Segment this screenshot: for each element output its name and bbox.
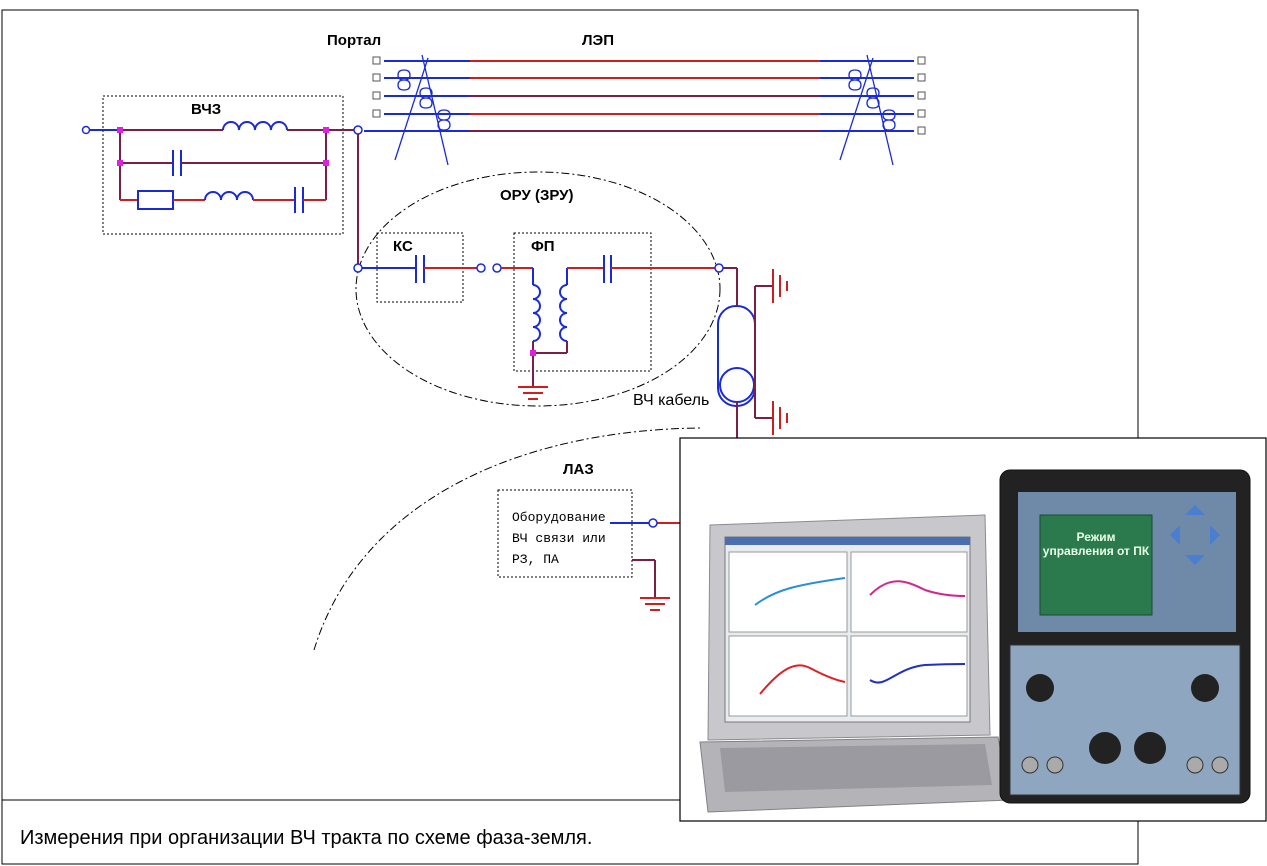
oru-boundary [355,171,721,407]
label-hf-cable: ВЧ кабель [633,392,710,409]
analyzer-image [999,469,1251,804]
power-line [364,54,926,166]
device-screen-line-1: Режим [1076,530,1116,544]
equipment-box [497,489,680,611]
label-lep: ЛЭП [582,32,614,49]
line-terminals [372,56,926,135]
label-oru: ОРУ (ЗРУ) [500,187,574,204]
caption: Измерения при организации ВЧ тракта по с… [20,827,593,849]
instrument-photo [679,437,1267,822]
device-screen-text: Режим управления от ПК [1040,530,1152,558]
laptop-image [699,514,1011,813]
coupling-capacitor-ks [353,232,502,303]
hf-cable [717,267,788,445]
equipment-line-3: РЗ, ПА [512,552,559,567]
equipment-line-2: ВЧ связи или [512,531,606,546]
laz-boundary [313,427,701,651]
ground-fp [518,386,548,400]
ground-cable-top [772,269,788,303]
caption-border [1,799,1139,865]
label-portal: Портал [327,32,382,49]
label-laz: ЛАЗ [563,461,594,478]
equipment-line-1: Оборудование [512,510,606,525]
line-trap-vchz [81,95,363,235]
label-vchz: ВЧЗ [191,101,222,118]
ground-cable-bottom [772,401,788,435]
tower-left [394,54,451,166]
coupling-filter-fp [501,232,724,400]
label-ks: КС [393,238,413,255]
conductors [364,60,914,132]
trap-nodes [117,127,329,166]
device-screen-line-2: управления от ПК [1042,544,1150,558]
equipment-text: Оборудование ВЧ связи или РЗ, ПА [512,507,606,570]
tower-right [839,54,896,166]
ground-equipment [640,597,670,611]
label-fp: ФП [531,238,555,255]
